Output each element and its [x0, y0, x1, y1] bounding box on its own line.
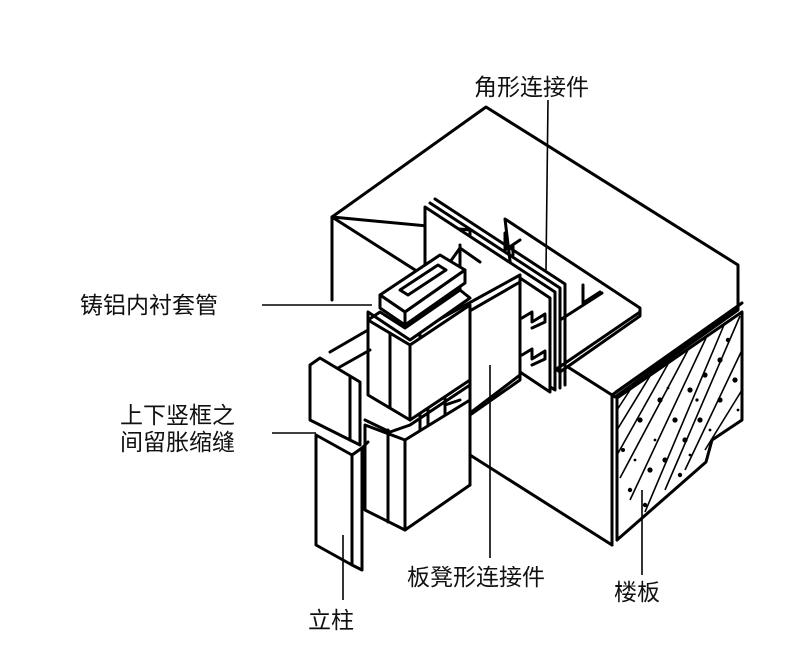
label-angle-connector: 角形连接件: [474, 75, 589, 101]
label-cast-aluminum-sleeve: 铸铝内衬套管: [80, 293, 218, 319]
label-mullion: 立柱: [308, 608, 354, 634]
label-expansion-joint-line1: 上下竖框之: [120, 403, 235, 429]
mullion: [363, 303, 472, 532]
leader-lines: [262, 99, 643, 600]
label-bench-connector: 板凳形连接件: [407, 565, 545, 591]
label-expansion-joint-line2: 间留胀缩缝: [120, 430, 235, 456]
leader-angle-connector: [545, 99, 549, 271]
label-floor-slab: 楼板: [614, 580, 660, 606]
mullion-cover: [308, 328, 372, 572]
concrete-section: [615, 310, 744, 542]
cast-aluminum-sleeve: [366, 253, 472, 342]
